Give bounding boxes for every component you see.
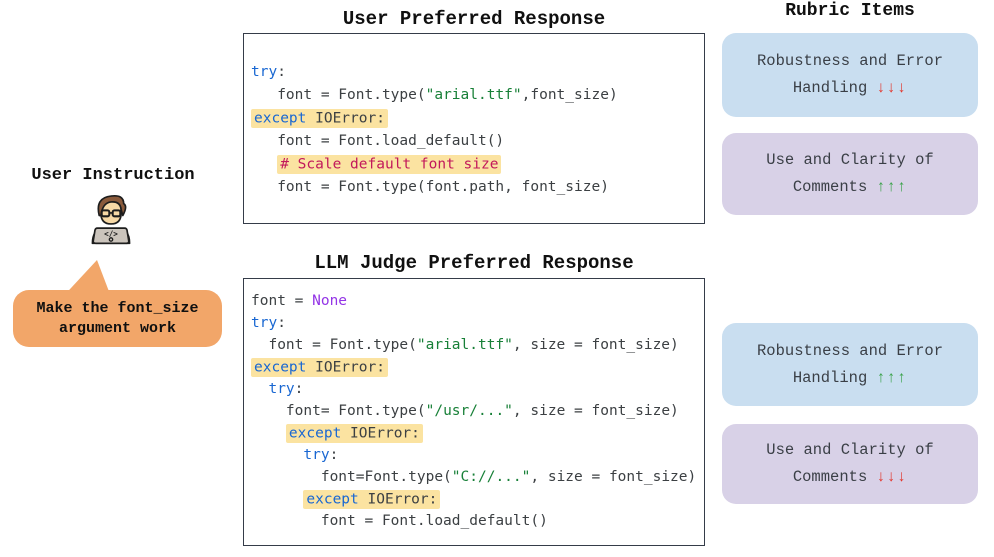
up-arrows-icon: ↑↑↑ bbox=[876, 368, 908, 387]
developer-person-icon: </> bbox=[84, 191, 138, 245]
rubric-card-line2: Comments bbox=[792, 178, 868, 196]
rubric-card-line2: Comments bbox=[792, 468, 868, 486]
bubble-text-line1: Make the font_size bbox=[36, 299, 199, 317]
rubric-card-comments-up: Use and Clarity of Comments ↑↑↑ bbox=[722, 133, 978, 215]
down-arrows-icon: ↓↓↓ bbox=[876, 468, 908, 486]
rubric-card-line2: Handling bbox=[792, 368, 868, 387]
rubric-title: Rubric Items bbox=[785, 1, 915, 21]
rubric-card-line1: Robustness and Error bbox=[756, 52, 944, 70]
user-instruction-title: User Instruction bbox=[31, 166, 195, 185]
rubric-card-robustness-down: Robustness and Error Handling ↓↓↓ bbox=[722, 33, 978, 117]
bubble-text-line2: argument work bbox=[58, 319, 177, 337]
judge-block-title: LLM Judge Preferred Response bbox=[314, 252, 634, 274]
user-preferred-code-block: try: font = Font.type("arial.ttf",font_s… bbox=[243, 33, 705, 224]
rubric-card-line1: Use and Clarity of bbox=[766, 151, 934, 169]
svg-text:</>: </> bbox=[104, 230, 118, 239]
rubric-card-line1: Robustness and Error bbox=[756, 341, 944, 360]
rubric-card-line1: Use and Clarity of bbox=[766, 441, 934, 459]
up-arrows-icon: ↑↑↑ bbox=[876, 178, 908, 196]
speech-bubble: Make the font_size argument work bbox=[13, 290, 222, 347]
rubric-card-line2: Handling bbox=[792, 79, 868, 97]
rubric-card-robustness-up: Robustness and Error Handling ↑↑↑ bbox=[722, 323, 978, 406]
down-arrows-icon: ↓↓↓ bbox=[876, 79, 908, 97]
rubric-card-comments-down: Use and Clarity of Comments ↓↓↓ bbox=[722, 424, 978, 504]
user-block-title: User Preferred Response bbox=[342, 8, 606, 30]
